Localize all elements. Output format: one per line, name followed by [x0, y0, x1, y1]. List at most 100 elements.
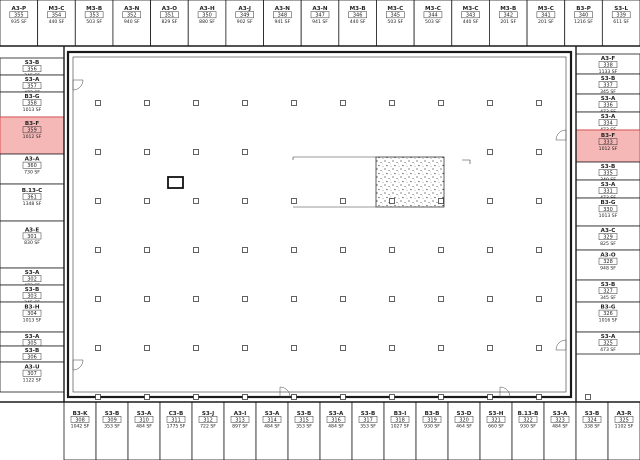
unit-number: 301 — [27, 234, 37, 240]
unit-number: 348 — [278, 13, 288, 19]
structural-column — [536, 149, 542, 155]
door-swing — [72, 359, 84, 371]
structural-column — [487, 198, 493, 204]
structural-column — [193, 149, 199, 155]
unit-number: 305 — [27, 341, 37, 347]
unit-code: S3-B — [601, 76, 616, 82]
structural-column — [487, 345, 493, 351]
unit-boundary — [63, 401, 97, 460]
unit-code: B3-K — [73, 411, 88, 417]
unit-code: M3-C — [387, 6, 403, 12]
unit-area: 660 SF — [488, 424, 504, 430]
structural-column — [340, 345, 346, 351]
unit-number: 312 — [203, 417, 213, 423]
unit-number-box — [160, 11, 179, 19]
unit-number: 309 — [107, 417, 117, 423]
unit-area: 464 SF — [456, 424, 472, 430]
unit-number: 338 — [603, 63, 613, 69]
unit-number: 341 — [541, 13, 551, 19]
structural-column — [193, 247, 199, 253]
unit-number-box — [22, 99, 42, 106]
unit-code: S3-B — [601, 282, 616, 288]
unit-number-box — [598, 81, 618, 88]
unit-number-box — [518, 416, 538, 423]
structural-column — [340, 100, 346, 106]
unit-number: 316 — [331, 417, 341, 423]
structural-column — [242, 100, 248, 106]
unit-boundary — [300, 0, 340, 47]
unit-number: 322 — [523, 417, 533, 423]
unit-area: 1122 SF — [23, 377, 42, 383]
unit-area: 948 SF — [600, 265, 616, 271]
structural-column — [95, 345, 101, 351]
unit-number: 331 — [603, 189, 613, 195]
unit-code: M3-B — [86, 6, 102, 12]
structural-column — [95, 149, 101, 155]
unit-number-box — [598, 101, 618, 108]
structural-column — [487, 296, 493, 302]
unit-area: 440 SF — [49, 19, 65, 25]
unit-number-box — [550, 416, 570, 423]
unit-code: M3-C — [538, 6, 554, 12]
unit-boundary — [607, 401, 640, 460]
unit-area: 941 SF — [274, 19, 290, 25]
unit-code: S3-B — [585, 411, 600, 417]
unit-area: 1102 SF — [615, 424, 634, 430]
unit-code: M3-C — [49, 6, 65, 12]
unit-number-box — [310, 11, 330, 19]
unit-number: 310 — [139, 417, 149, 423]
structural-column — [144, 100, 150, 106]
